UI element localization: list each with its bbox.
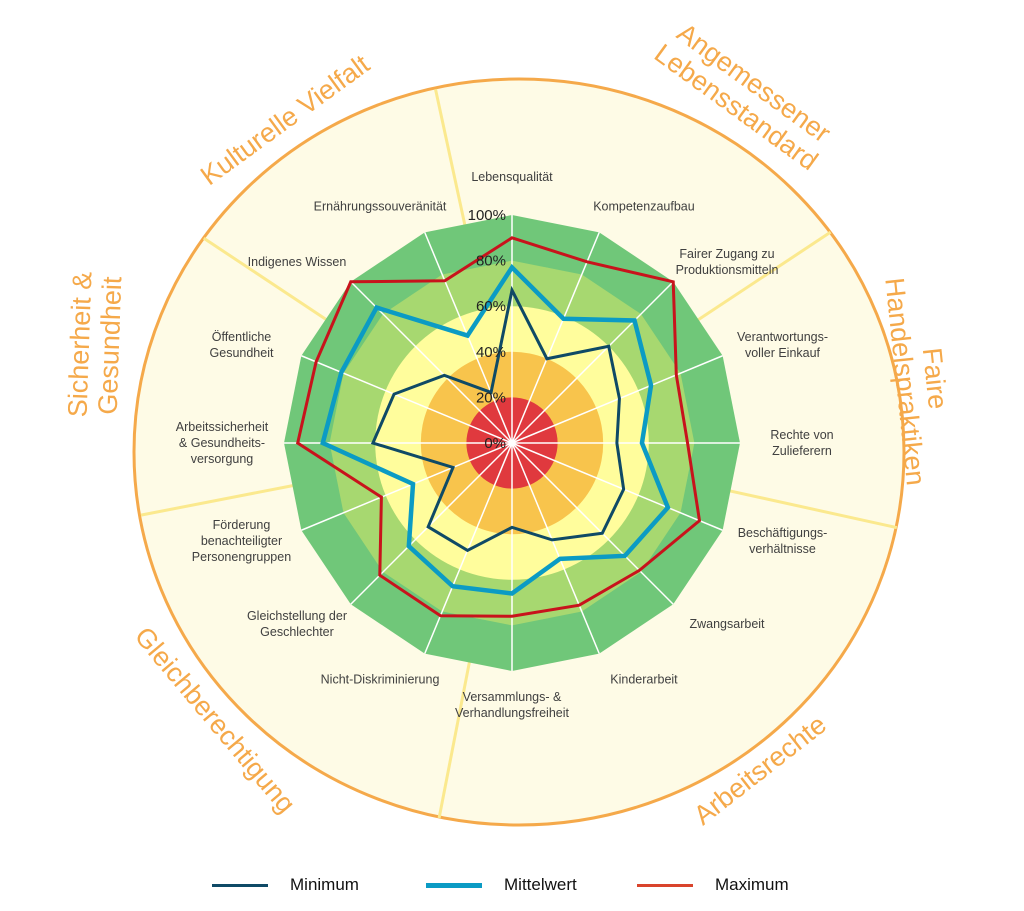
series-line-maximum (295, 236, 702, 618)
axis-spoke (511, 442, 723, 531)
axis-label-line: Versammlungs- & (463, 690, 562, 704)
axis-label-line: Förderung (213, 518, 271, 532)
axis-label: Nicht-Diskriminierung (321, 673, 440, 687)
legend-label-mittelwert: Mittelwert (504, 875, 577, 894)
axis-label-line: Beschäftigungs- (738, 526, 828, 540)
axis-spoke (350, 442, 513, 605)
axis-label: Verantwortungs-voller Einkauf (737, 330, 828, 360)
axis-label-line: benachteiligter (201, 534, 282, 548)
category-label-line: Gesundheit (93, 276, 128, 416)
axis-spoke (511, 442, 600, 654)
legend-item-maximum: Maximum (637, 872, 789, 898)
axis-label-line: Kinderarbeit (610, 673, 678, 687)
axis-label: Zwangsarbeit (689, 617, 765, 631)
axis-label-line: verhältnisse (749, 542, 816, 556)
axis-label-line: Lebensqualität (471, 170, 553, 184)
axis-label-line: versorgung (191, 452, 254, 466)
axis-spoke (301, 355, 513, 444)
axis-label-line: Personengruppen (192, 550, 291, 564)
legend-label-minimum: Minimum (290, 875, 359, 894)
category-label: Sicherheit &Gesundheit (62, 271, 128, 418)
category-divider (437, 660, 472, 819)
category-label-line: Sicherheit & (62, 271, 97, 418)
axis-label: Beschäftigungs-verhältnisse (738, 526, 828, 556)
axis-label: Ernährungssouveränität (314, 199, 447, 213)
axis-label-line: & Gesundheits- (179, 436, 265, 450)
legend-swatch-minimum (212, 883, 268, 887)
axis-label: Kinderarbeit (610, 673, 678, 687)
series-line-mittelwert (320, 263, 671, 596)
axis-label: Fairer Zugang zu Produktionsmitteln (676, 247, 779, 277)
axis-spoke (511, 442, 674, 605)
category-divider (140, 483, 295, 517)
tick-label: 80% (476, 253, 506, 270)
axis-label-line: Ernährungssouveränität (314, 199, 447, 213)
axis-spoke (511, 281, 674, 444)
axis-label: Kompetenzaufbau (593, 199, 695, 213)
axis-label-line: Zulieferern (772, 444, 832, 458)
axis-label: Lebensqualität (471, 170, 553, 184)
axis-label-line: Gesundheit (210, 346, 274, 360)
axis-label-line: Arbeitssicherheit (176, 420, 269, 434)
category-divider (728, 489, 898, 530)
axis-label-line: Zwangsarbeit (689, 617, 765, 631)
axis-spoke (511, 232, 600, 444)
tick-label: 40% (476, 344, 506, 361)
axis-label-line: Produktionsmitteln (676, 263, 779, 277)
axis-label-line: Öffentliche (212, 330, 272, 344)
axis-label-line: Verantwortungs- (737, 330, 828, 344)
axis-label-line: Indigenes Wissen (248, 255, 347, 269)
axis-label-line: Gleichstellung der (247, 609, 347, 623)
legend-swatch-mittelwert (426, 882, 482, 888)
tick-label: 60% (476, 298, 506, 315)
tick-label: 20% (476, 389, 506, 406)
category-divider (434, 88, 467, 227)
axis-label: Arbeitssicherheit & Gesundheits-versorgun… (176, 420, 269, 466)
axis-label-line: Nicht-Diskriminierung (321, 673, 440, 687)
series-line-minimum (370, 285, 626, 553)
axis-label-line: Verhandlungsfreiheit (455, 706, 569, 720)
legend-item-mittelwert: Mittelwert (426, 872, 577, 898)
tick-label: 100% (468, 207, 506, 224)
legend: Minimum Mittelwert Maximum (0, 872, 1024, 898)
axis-label-line: Fairer Zugang zu (679, 247, 774, 261)
axis-label-line: Kompetenzaufbau (593, 199, 695, 213)
legend-item-minimum: Minimum (212, 872, 359, 898)
category-divider (696, 230, 832, 322)
axis-spoke (301, 442, 513, 531)
legend-swatch-maximum (637, 883, 693, 887)
axis-label: Indigenes Wissen (248, 255, 347, 269)
axis-label-line: Rechte von (770, 428, 833, 442)
legend-label-maximum: Maximum (715, 875, 789, 894)
tick-label: 0% (484, 435, 506, 452)
axis-spoke (511, 355, 723, 444)
category-label-line: Faire (917, 346, 953, 410)
category-divider (202, 236, 328, 322)
axis-label-line: Geschlechter (260, 625, 334, 639)
axis-label: Versammlungs- & Verhandlungsfreiheit (455, 690, 569, 720)
axis-label-line: voller Einkauf (745, 346, 821, 360)
